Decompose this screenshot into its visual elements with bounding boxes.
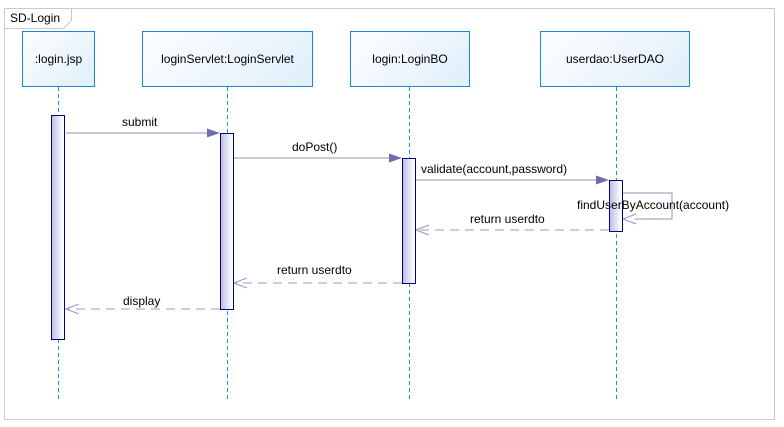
message-label-validate: validate(account,password) <box>421 162 568 176</box>
participant-login-jsp: :login.jsp <box>22 31 95 87</box>
frame-border <box>4 8 775 420</box>
message-label-display: display <box>123 294 161 308</box>
arrowhead-solid-submit <box>207 128 220 138</box>
arrowhead-solid-validate <box>596 175 609 185</box>
message-label-submit: submit <box>122 115 158 129</box>
activation-login-jsp <box>51 115 65 340</box>
arrowhead-open-finduser <box>621 213 637 225</box>
arrowhead-open-return-2 <box>232 277 248 289</box>
participant-login-jsp-label: :login.jsp <box>34 52 83 66</box>
participant-userdao-label: userdao:UserDAO <box>565 52 665 66</box>
participant-userdao: userdao:UserDAO <box>540 31 690 87</box>
participant-loginbo: login:LoginBO <box>350 31 470 87</box>
message-line-finduser-selfloop <box>623 192 673 220</box>
frame-title-tab <box>4 8 72 29</box>
message-label-return-userdto-1: return userdto <box>470 212 545 226</box>
arrowhead-open-return-1 <box>414 224 430 236</box>
frame-title: SD-Login <box>10 11 61 25</box>
participant-loginbo-label: login:LoginBO <box>372 52 448 66</box>
activation-loginbo <box>402 158 416 284</box>
activation-loginservlet <box>220 133 234 310</box>
participant-loginservlet-label: loginServlet:LoginServlet <box>161 52 294 66</box>
message-label-finduserbyaccount: findUserByAccount(account) <box>577 198 730 212</box>
message-label-return-userdto-2: return userdto <box>277 263 352 277</box>
activation-userdao <box>609 180 623 232</box>
participant-loginservlet: loginServlet:LoginServlet <box>142 31 313 87</box>
arrowhead-open-display <box>64 303 80 315</box>
message-label-dopost: doPost() <box>292 140 338 154</box>
arrowhead-solid-dopost <box>389 153 402 163</box>
